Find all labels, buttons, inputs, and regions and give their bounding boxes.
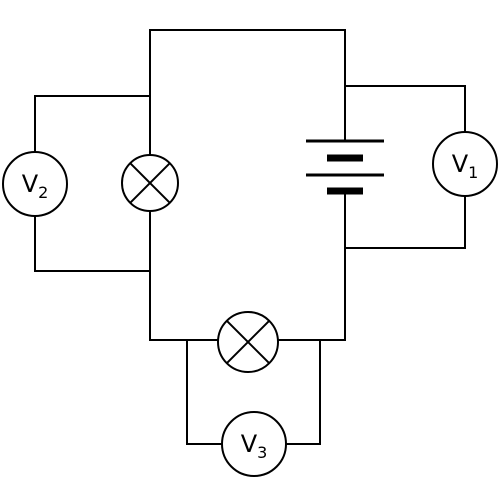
v2-wire-bottom: [34, 215, 151, 272]
voltmeter-v2: V2: [2, 151, 68, 217]
v1-wire-bottom: [344, 195, 466, 249]
voltmeter-v1-letter: V: [452, 150, 469, 178]
voltmeter-v2-letter: V: [22, 170, 39, 198]
voltmeter-v3: V3: [221, 411, 287, 477]
voltmeter-v3-label: V3: [241, 430, 268, 462]
voltmeter-v2-circle: [2, 151, 68, 217]
voltmeter-v1-branch: V1: [344, 85, 498, 249]
voltmeter-v3-subscript: 3: [257, 443, 267, 462]
v1-wire-top: [344, 85, 466, 134]
v3-wire-right: [285, 339, 321, 445]
voltmeter-v3-circle: [221, 411, 287, 477]
voltmeter-v1: V1: [432, 131, 498, 197]
v3-wire-left: [186, 339, 223, 445]
voltmeter-v2-subscript: 2: [38, 183, 48, 202]
lamp-left-icon: [121, 154, 179, 212]
voltmeter-v1-circle: [432, 131, 498, 197]
voltmeter-v3-branch: V3: [186, 339, 321, 477]
battery-icon: [306, 139, 384, 195]
lamp-bottom-cross-b: [226, 320, 270, 364]
voltmeter-v1-subscript: 1: [468, 163, 478, 182]
voltmeter-v2-label: V2: [22, 170, 49, 202]
main-loop-wires: [149, 29, 346, 341]
voltmeter-v2-branch: V2: [2, 95, 151, 272]
lamp-left-cross-b: [129, 162, 171, 204]
voltmeter-v1-label: V1: [452, 150, 479, 182]
lamp-bottom-icon: [217, 311, 279, 373]
v2-wire-top: [34, 95, 151, 153]
voltmeter-v3-letter: V: [241, 430, 258, 458]
